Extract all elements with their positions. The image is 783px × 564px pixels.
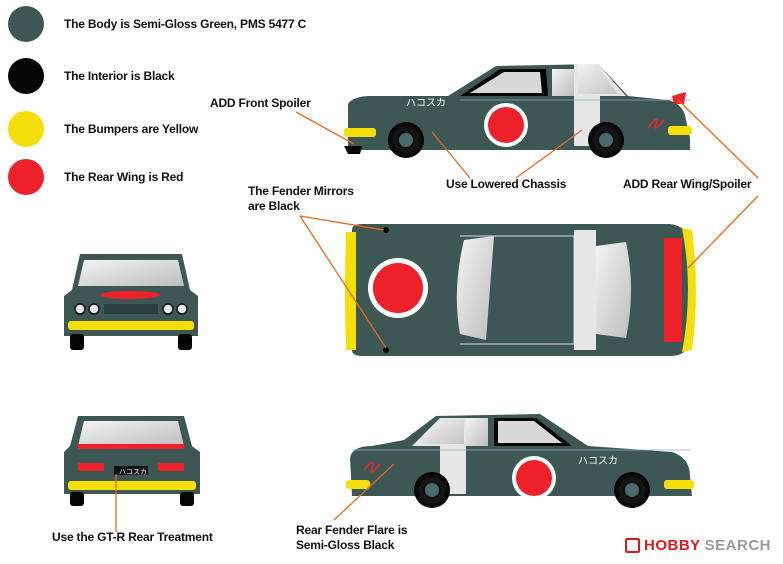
swatch-interior <box>8 58 44 94</box>
annotation-rear-fender-line2: Semi-Gloss Black <box>296 538 395 552</box>
legend-body: The Body is Semi-Gloss Green, PMS 5477 C <box>8 6 306 42</box>
legend-bumpers: The Bumpers are Yellow <box>8 111 198 147</box>
legend-interior: The Interior is Black <box>8 58 175 94</box>
car-lettering-side-top: ハコスカ <box>406 97 446 109</box>
annotation-fender-mirrors-line2: are Black <box>248 199 300 213</box>
legend-bumpers-label: The Bumpers are Yellow <box>64 122 199 136</box>
annotation-rear-fender: Rear Fender Flare is Semi-Gloss Black <box>296 523 408 553</box>
swatch-bumpers <box>8 111 44 147</box>
annotation-rear-wing: ADD Rear Wing/Spoiler <box>623 177 752 191</box>
leader-lines <box>115 99 759 532</box>
legend-interior-label: The Interior is Black <box>64 69 175 83</box>
swatch-rear-wing <box>8 159 44 195</box>
annotation-fender-mirrors: The Fender Mirrors are Black <box>248 184 354 214</box>
annotation-fender-mirrors-line1: The Fender Mirrors <box>248 184 354 198</box>
watermark-suffix: SEARCH <box>704 537 771 554</box>
front-view <box>64 254 198 350</box>
watermark-brand: HOBBY <box>643 537 701 554</box>
annotation-front-spoiler: ADD Front Spoiler <box>210 96 311 110</box>
annotation-rear-fender-line1: Rear Fender Flare is <box>296 523 408 537</box>
watermark: HOBBY SEARCH <box>624 537 771 554</box>
watermark-logo-icon <box>624 538 640 553</box>
side-view-top: ハコスカ <box>344 64 692 158</box>
car-lettering-side-bottom: ハコスカ <box>578 455 618 467</box>
legend-rear-wing: The Rear Wing is Red <box>8 159 183 195</box>
side-view-bottom: ハコスカ <box>346 414 694 508</box>
rear-view: ハコスカ <box>64 416 200 506</box>
legend-body-label: The Body is Semi-Gloss Green, PMS 5477 C <box>64 17 307 31</box>
rear-plate-lettering: ハコスカ <box>119 468 147 476</box>
top-down-view <box>345 224 696 356</box>
swatch-body <box>8 6 44 42</box>
legend-rear-wing-label: The Rear Wing is Red <box>64 170 184 184</box>
annotation-gtr-rear: Use the GT-R Rear Treatment <box>52 530 213 544</box>
annotation-lowered-chassis: Use Lowered Chassis <box>446 177 567 191</box>
